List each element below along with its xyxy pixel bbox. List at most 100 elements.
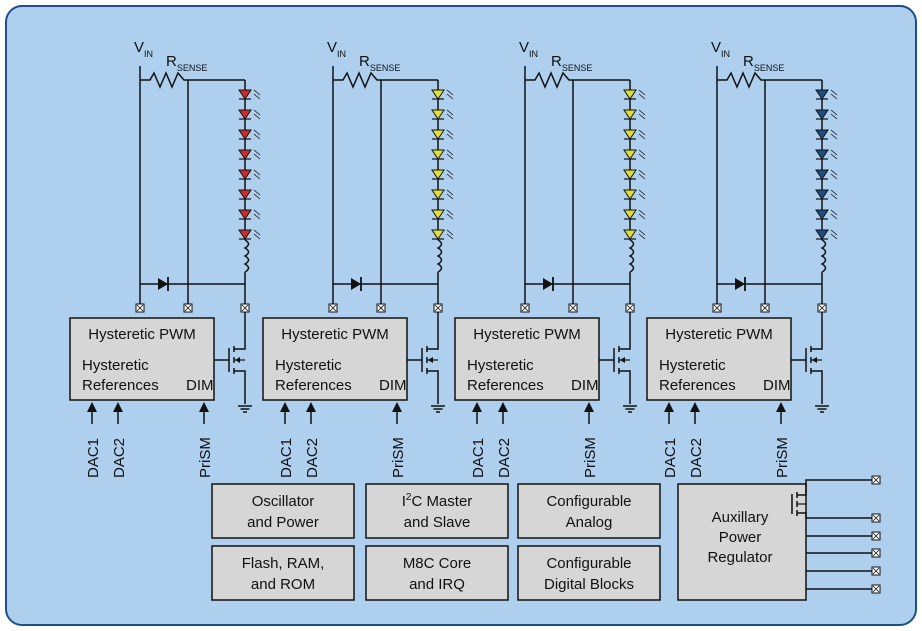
led-icon: [815, 189, 838, 200]
oscillator-line2: and Power: [247, 514, 319, 531]
aux-line1: Auxillary: [712, 509, 769, 526]
resistor-icon: [717, 71, 765, 89]
led-icon: [431, 89, 454, 100]
frame: [5, 5, 917, 626]
digital-line2: Digital Blocks: [544, 576, 634, 593]
led-icon: [623, 109, 646, 120]
input-label-prism: PriSM: [390, 437, 407, 478]
aux-line2: Power: [719, 529, 762, 546]
rsense-label: RSENSE: [359, 53, 400, 73]
dim-label: DIM: [186, 377, 214, 394]
ground-icon: [431, 405, 445, 413]
led-icon: [238, 149, 261, 160]
arrow-head: [392, 402, 402, 412]
flash-line2: and ROM: [251, 576, 315, 593]
led-icon: [623, 189, 646, 200]
resistor-icon: [333, 71, 381, 89]
vin-label: VIN: [134, 39, 153, 59]
led-icon: [623, 129, 646, 140]
i2c-post: C Master: [411, 493, 472, 510]
flash-block: Flash, RAM, and ROM: [211, 545, 355, 601]
pin-icon: [760, 303, 770, 313]
pin-icon: [625, 303, 635, 313]
i2c-sup: 2: [406, 492, 412, 503]
aux-regulator-block: Auxillary Power Regulator: [677, 483, 807, 601]
inductor-icon: [243, 239, 250, 273]
m8c-line1: M8C Core: [403, 555, 471, 572]
led-icon: [238, 109, 261, 120]
input-label-prism: PriSM: [582, 437, 599, 478]
pin-icon: [871, 584, 881, 594]
resistor-icon: [140, 71, 188, 89]
pwm-title: Hysteretic PWM: [88, 326, 196, 343]
led-icon: [623, 209, 646, 220]
input-label-dac1: DAC1: [662, 438, 679, 478]
input-label-dac1: DAC1: [85, 438, 102, 478]
arrow-head: [584, 402, 594, 412]
pwm-title: Hysteretic PWM: [665, 326, 773, 343]
m8c-line2: and IRQ: [409, 576, 465, 593]
pin-icon: [871, 475, 881, 485]
arrow-head: [690, 402, 700, 412]
ground-icon: [238, 405, 252, 413]
pin-icon: [568, 303, 578, 313]
pin-icon: [433, 303, 443, 313]
mosfet-icon: [791, 479, 872, 519]
vin-label: VIN: [519, 39, 538, 59]
led-icon: [238, 169, 261, 180]
ref-line1: Hysteretic: [275, 357, 342, 374]
dim-label: DIM: [571, 377, 599, 394]
input-label-dac2: DAC2: [496, 438, 513, 478]
pin-icon: [871, 531, 881, 541]
ref-line2: References: [467, 377, 544, 394]
i2c-pre: I: [402, 493, 406, 510]
led-icon: [815, 89, 838, 100]
led-icon: [815, 109, 838, 120]
led-icon: [815, 169, 838, 180]
analog-line2: Analog: [566, 514, 613, 531]
led-icon: [623, 149, 646, 160]
diode-icon: [735, 277, 746, 291]
input-label-dac2: DAC2: [304, 438, 321, 478]
pin-icon: [712, 303, 722, 313]
inductor-icon: [628, 239, 635, 273]
diode-icon: [158, 277, 169, 291]
led-icon: [238, 89, 261, 100]
arrow-head: [306, 402, 316, 412]
pin-icon: [240, 303, 250, 313]
i2c-line1: I2C Master: [402, 492, 473, 510]
pwm-block: [454, 317, 600, 401]
pin-icon: [817, 303, 827, 313]
pin-icon: [376, 303, 386, 313]
diode-icon: [351, 277, 362, 291]
arrow-head: [472, 402, 482, 412]
arrow-head: [664, 402, 674, 412]
ref-line1: Hysteretic: [82, 357, 149, 374]
led-icon: [815, 209, 838, 220]
aux-line3: Regulator: [707, 549, 772, 566]
led-icon: [815, 129, 838, 140]
input-label-prism: PriSM: [197, 437, 214, 478]
pwm-title: Hysteretic PWM: [281, 326, 389, 343]
diode-icon: [543, 277, 554, 291]
led-icon: [238, 129, 261, 140]
led-icon: [238, 189, 261, 200]
led-icon: [431, 209, 454, 220]
ground-icon: [623, 405, 637, 413]
led-icon: [431, 189, 454, 200]
digital-line1: Configurable: [546, 555, 631, 572]
led-icon: [431, 169, 454, 180]
led-icon: [431, 109, 454, 120]
arrow-head: [199, 402, 209, 412]
input-label-prism: PriSM: [774, 437, 791, 478]
input-label-dac2: DAC2: [688, 438, 705, 478]
rsense-label: RSENSE: [166, 53, 207, 73]
pin-icon: [871, 548, 881, 558]
led-icon: [815, 229, 838, 240]
inductor-icon: [820, 239, 827, 273]
input-label-dac2: DAC2: [111, 438, 128, 478]
led-icon: [431, 149, 454, 160]
